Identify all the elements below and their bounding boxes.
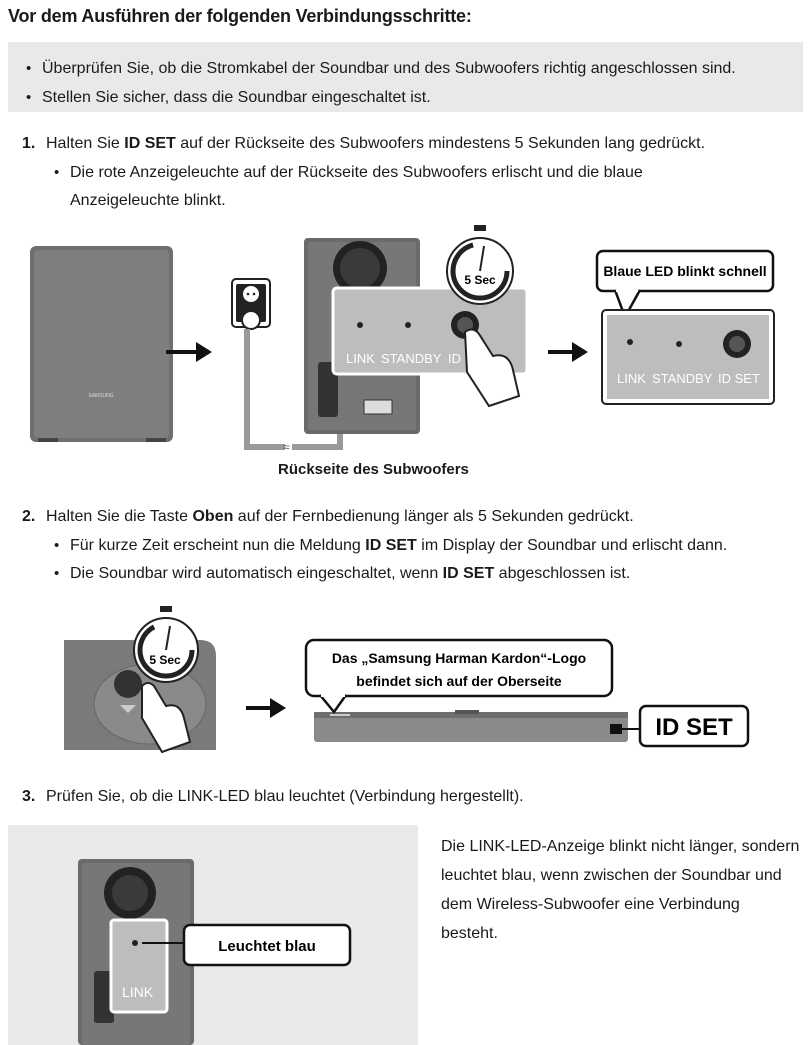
step-text: auf der Rückseite des Subwoofers mindest… xyxy=(175,135,706,152)
step-2-bullets: Für kurze Zeit erscheint nun die Meldung… xyxy=(54,532,727,588)
timer-label: 5 Sec xyxy=(464,273,496,287)
callout-blue-led: Blaue LED blinkt schnell xyxy=(595,249,775,320)
result-panel: LINK STANDBY ID SET xyxy=(601,309,775,405)
zoom-panel: LINK STANDBY ID SET xyxy=(331,286,529,408)
link-label: LINK xyxy=(346,351,375,366)
link-description: Die LINK-LED-Anzeige blinkt nicht länger… xyxy=(441,838,800,942)
svg-text:STANDBY: STANDBY xyxy=(652,371,713,386)
step-number: 3. xyxy=(22,788,36,805)
power-outlet: ≈ xyxy=(231,278,343,454)
standby-label: STANDBY xyxy=(381,351,442,366)
step-key: Oben xyxy=(192,508,234,525)
stopwatch-icon: 5 Sec xyxy=(446,225,514,305)
svg-text:LINK: LINK xyxy=(617,371,646,386)
svg-text:befindet sich auf der Oberseit: befindet sich auf der Oberseite xyxy=(356,673,562,689)
step-key: ID SET xyxy=(124,135,176,152)
brand-logo: SAMSUNG xyxy=(88,393,113,399)
bullet-item: Für kurze Zeit erscheint nun die Meldung… xyxy=(54,532,727,560)
step-1-bullets: Die rote Anzeigeleuchte auf der Rückseit… xyxy=(54,159,643,215)
arrow-icon xyxy=(246,698,286,718)
id-set-display: ID SET xyxy=(638,704,750,748)
svg-text:≈: ≈ xyxy=(283,440,290,454)
svg-text:ID SET: ID SET xyxy=(655,714,733,741)
subwoofer-front: SAMSUNG xyxy=(30,246,173,442)
arrow-icon xyxy=(548,342,588,362)
callout-logo: Das „Samsung Harman Kardon“-Logo befinde… xyxy=(304,638,614,715)
precondition-box: Überprüfen Sie, ob die Stromkabel der So… xyxy=(8,42,803,112)
svg-text:Blaue LED blinkt schnell: Blaue LED blinkt schnell xyxy=(603,263,766,279)
step-number: 1. xyxy=(22,135,36,152)
page-heading: Vor dem Ausführen der folgenden Verbindu… xyxy=(8,6,472,26)
step-2: 2.Halten Sie die Taste Oben auf der Fern… xyxy=(22,506,634,528)
bullet-item: Die rote Anzeigeleuchte auf der Rückseit… xyxy=(54,159,643,215)
remote-figure: 5 Sec Das „Samsung Harman Kardon“-Logo b… xyxy=(64,606,750,754)
svg-text:Leuchtet blau: Leuchtet blau xyxy=(218,938,316,955)
svg-text:Das „Samsung Harman Kardon“-Lo: Das „Samsung Harman Kardon“-Logo xyxy=(332,650,586,666)
stopwatch-icon: 5 Sec xyxy=(133,606,199,683)
soundbar xyxy=(314,710,640,742)
callout-leuchtet-blau: Leuchtet blau xyxy=(182,923,352,967)
link-label: LINK xyxy=(122,984,154,1000)
step-1: 1. Halten Sie ID SET auf der Rückseite de… xyxy=(22,133,705,155)
subwoofer-figure: SAMSUNG ≈ LINK STANDBY ID SET xyxy=(30,225,775,454)
step-3: 3.Prüfen Sie, ob die LINK-LED blau leuch… xyxy=(22,786,524,808)
note-item: Stellen Sie sicher, dass die Soundbar ei… xyxy=(26,83,803,112)
link-zoom: LINK xyxy=(109,918,169,1014)
figure-caption: Rückseite des Subwoofers xyxy=(278,461,469,478)
svg-text:5 Sec: 5 Sec xyxy=(149,653,181,667)
note-item: Überprüfen Sie, ob die Stromkabel der So… xyxy=(26,54,803,83)
bullet-item: Die Soundbar wird automatisch eingeschal… xyxy=(54,560,727,588)
step-number: 2. xyxy=(22,508,36,525)
svg-text:ID SET: ID SET xyxy=(718,371,760,386)
step-text: Halten Sie xyxy=(46,135,125,152)
arrow-icon xyxy=(166,342,212,362)
finger-icon xyxy=(141,682,192,754)
link-figure: LINK Leuchtet blau xyxy=(78,859,352,1045)
finger-icon xyxy=(463,328,521,408)
